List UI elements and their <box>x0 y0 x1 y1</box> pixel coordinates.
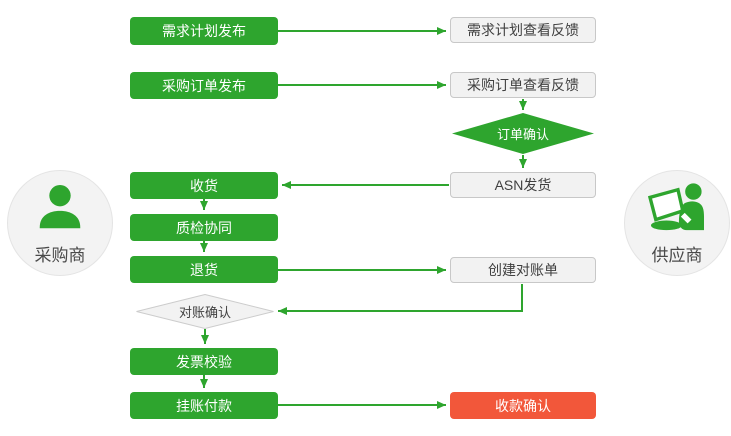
edge-statement-to-confirm <box>278 284 523 315</box>
actor-supplier-label: 供应商 <box>651 245 703 265</box>
node-payment-on-account: 挂账付款 <box>130 392 278 419</box>
buyer-person-icon <box>33 181 87 240</box>
supplier-person-laptop-icon <box>646 181 708 240</box>
node-payment-receipt-confirm: 收款确认 <box>450 392 596 419</box>
actor-buyer-label: 采购商 <box>34 245 86 265</box>
node-create-statement: 创建对账单 <box>450 257 596 283</box>
node-statement-confirm: 对账确认 <box>136 294 274 329</box>
diamond-label: 对账确认 <box>178 305 231 320</box>
node-demand-plan-feedback: 需求计划查看反馈 <box>450 17 596 43</box>
node-quality-inspection: 质检协同 <box>130 214 278 241</box>
node-invoice-verification: 发票校验 <box>130 348 278 375</box>
diamond-label: 订单确认 <box>496 127 549 142</box>
node-order-confirm: 订单确认 <box>452 113 594 154</box>
node-receiving: 收货 <box>130 172 278 199</box>
actor-supplier: 供应商 <box>624 170 730 276</box>
node-asn-shipping: ASN发货 <box>450 172 596 198</box>
node-return-goods: 退货 <box>130 256 278 283</box>
actor-buyer: 采购商 <box>7 170 113 276</box>
node-purchase-order-publish: 采购订单发布 <box>130 72 278 99</box>
node-purchase-order-feedback: 采购订单查看反馈 <box>450 72 596 98</box>
node-demand-plan-publish: 需求计划发布 <box>130 17 278 45</box>
diamond-shape-order-confirm <box>452 113 594 154</box>
diamond-shape-statement-confirm <box>136 294 274 329</box>
